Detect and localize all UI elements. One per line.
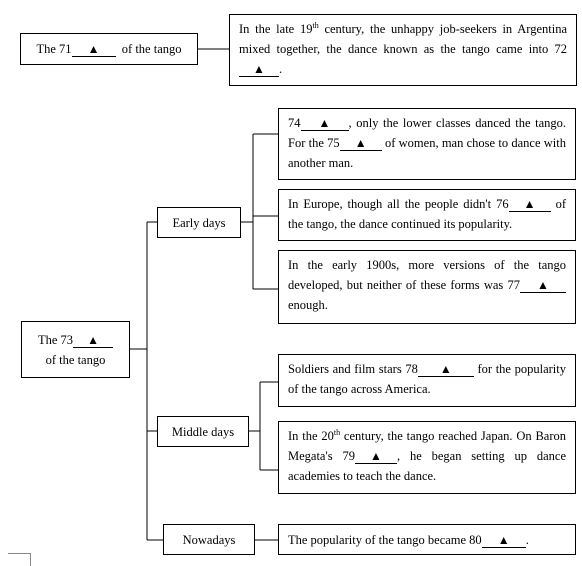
detail-box-76: In Europe, though all the people didn't … xyxy=(278,189,576,241)
d79-sup: th xyxy=(333,427,341,437)
triangle-icon: ▲ xyxy=(439,362,452,376)
triangle-icon: ▲ xyxy=(537,278,549,292)
intro-text-2: century, the unhappy job-seekers in Arge… xyxy=(239,22,567,56)
blank-75[interactable]: ▲ xyxy=(339,136,382,151)
title-box: The 71 ▲ of the tango xyxy=(20,33,198,65)
intro-box: In the late 19th century, the unhappy jo… xyxy=(229,14,577,86)
d77-text-1: In the early 1900s, more versions of the… xyxy=(288,258,566,292)
blank-73[interactable]: ▲ xyxy=(73,332,114,348)
d74-text-1: 74 xyxy=(288,116,301,130)
detail-box-78: Soldiers and film stars 78 ▲ for the popu… xyxy=(278,354,576,407)
blank-77[interactable]: ▲ xyxy=(520,278,566,293)
triangle-icon: ▲ xyxy=(497,532,510,547)
blank-72[interactable]: ▲ xyxy=(239,62,279,77)
intro-sup: th xyxy=(312,20,319,30)
triangle-icon: ▲ xyxy=(87,332,99,347)
detail-box-74: 74 ▲, only the lower classes danced the t… xyxy=(278,108,576,180)
stage-nowadays: Nowadays xyxy=(163,524,255,555)
d80-text-1: The popularity of the tango became 80 xyxy=(288,532,482,547)
title-post: of the tango xyxy=(121,42,182,56)
triangle-icon: ▲ xyxy=(370,449,382,463)
d79-text-3: , he began setting up dance academies to… xyxy=(288,449,566,483)
d74-text-3: of women, man chose to dance with anothe… xyxy=(288,136,566,170)
stage-middle-days: Middle days xyxy=(157,416,249,447)
triangle-icon: ▲ xyxy=(87,41,100,56)
history-line-1: The 73 ▲ xyxy=(37,330,114,350)
blank-74[interactable]: ▲ xyxy=(300,116,349,131)
d76-text-1: In Europe, though all the people didn't … xyxy=(288,197,509,211)
triangle-icon: ▲ xyxy=(523,197,536,211)
d74-text-2: , only the lower classes danced the tang… xyxy=(288,116,566,150)
blank-71[interactable]: ▲ xyxy=(71,41,116,57)
stage-early-days: Early days xyxy=(157,207,241,238)
d78-text-2: for the popularity of the tango across A… xyxy=(288,362,566,396)
triangle-icon: ▲ xyxy=(318,116,331,130)
page-corner-mark xyxy=(8,553,31,566)
d78-text-1: Soldiers and film stars 78 xyxy=(288,362,418,376)
blank-79[interactable]: ▲ xyxy=(354,449,397,464)
triangle-icon: ▲ xyxy=(253,62,265,76)
d76-text-2: of the tango, the dance continued its po… xyxy=(288,197,566,231)
d80-text-2: . xyxy=(525,532,529,547)
history-box: The 73 ▲ of the tango xyxy=(21,321,130,378)
triangle-icon: ▲ xyxy=(354,136,367,150)
history-pre: The 73 xyxy=(37,332,74,347)
intro-text-3: . xyxy=(279,62,283,76)
d77-text-2: enough. xyxy=(288,298,328,312)
blank-80[interactable]: ▲ xyxy=(481,532,526,548)
title-pre: The 71 xyxy=(36,42,72,56)
blank-76[interactable]: ▲ xyxy=(508,197,551,212)
detail-box-77: In the early 1900s, more versions of the… xyxy=(278,250,576,324)
detail-box-79: In the 20th century, the tango reached J… xyxy=(278,421,576,494)
d79-text-2: century, the tango reached Japan. On Bar… xyxy=(288,429,566,463)
d79-text-1: In the 20 xyxy=(288,429,334,443)
detail-box-80: The popularity of the tango became 80 ▲. xyxy=(278,524,576,555)
intro-text-1: In the late 19 xyxy=(239,22,313,36)
history-post: of the tango xyxy=(45,352,106,367)
blank-78[interactable]: ▲ xyxy=(417,362,474,377)
